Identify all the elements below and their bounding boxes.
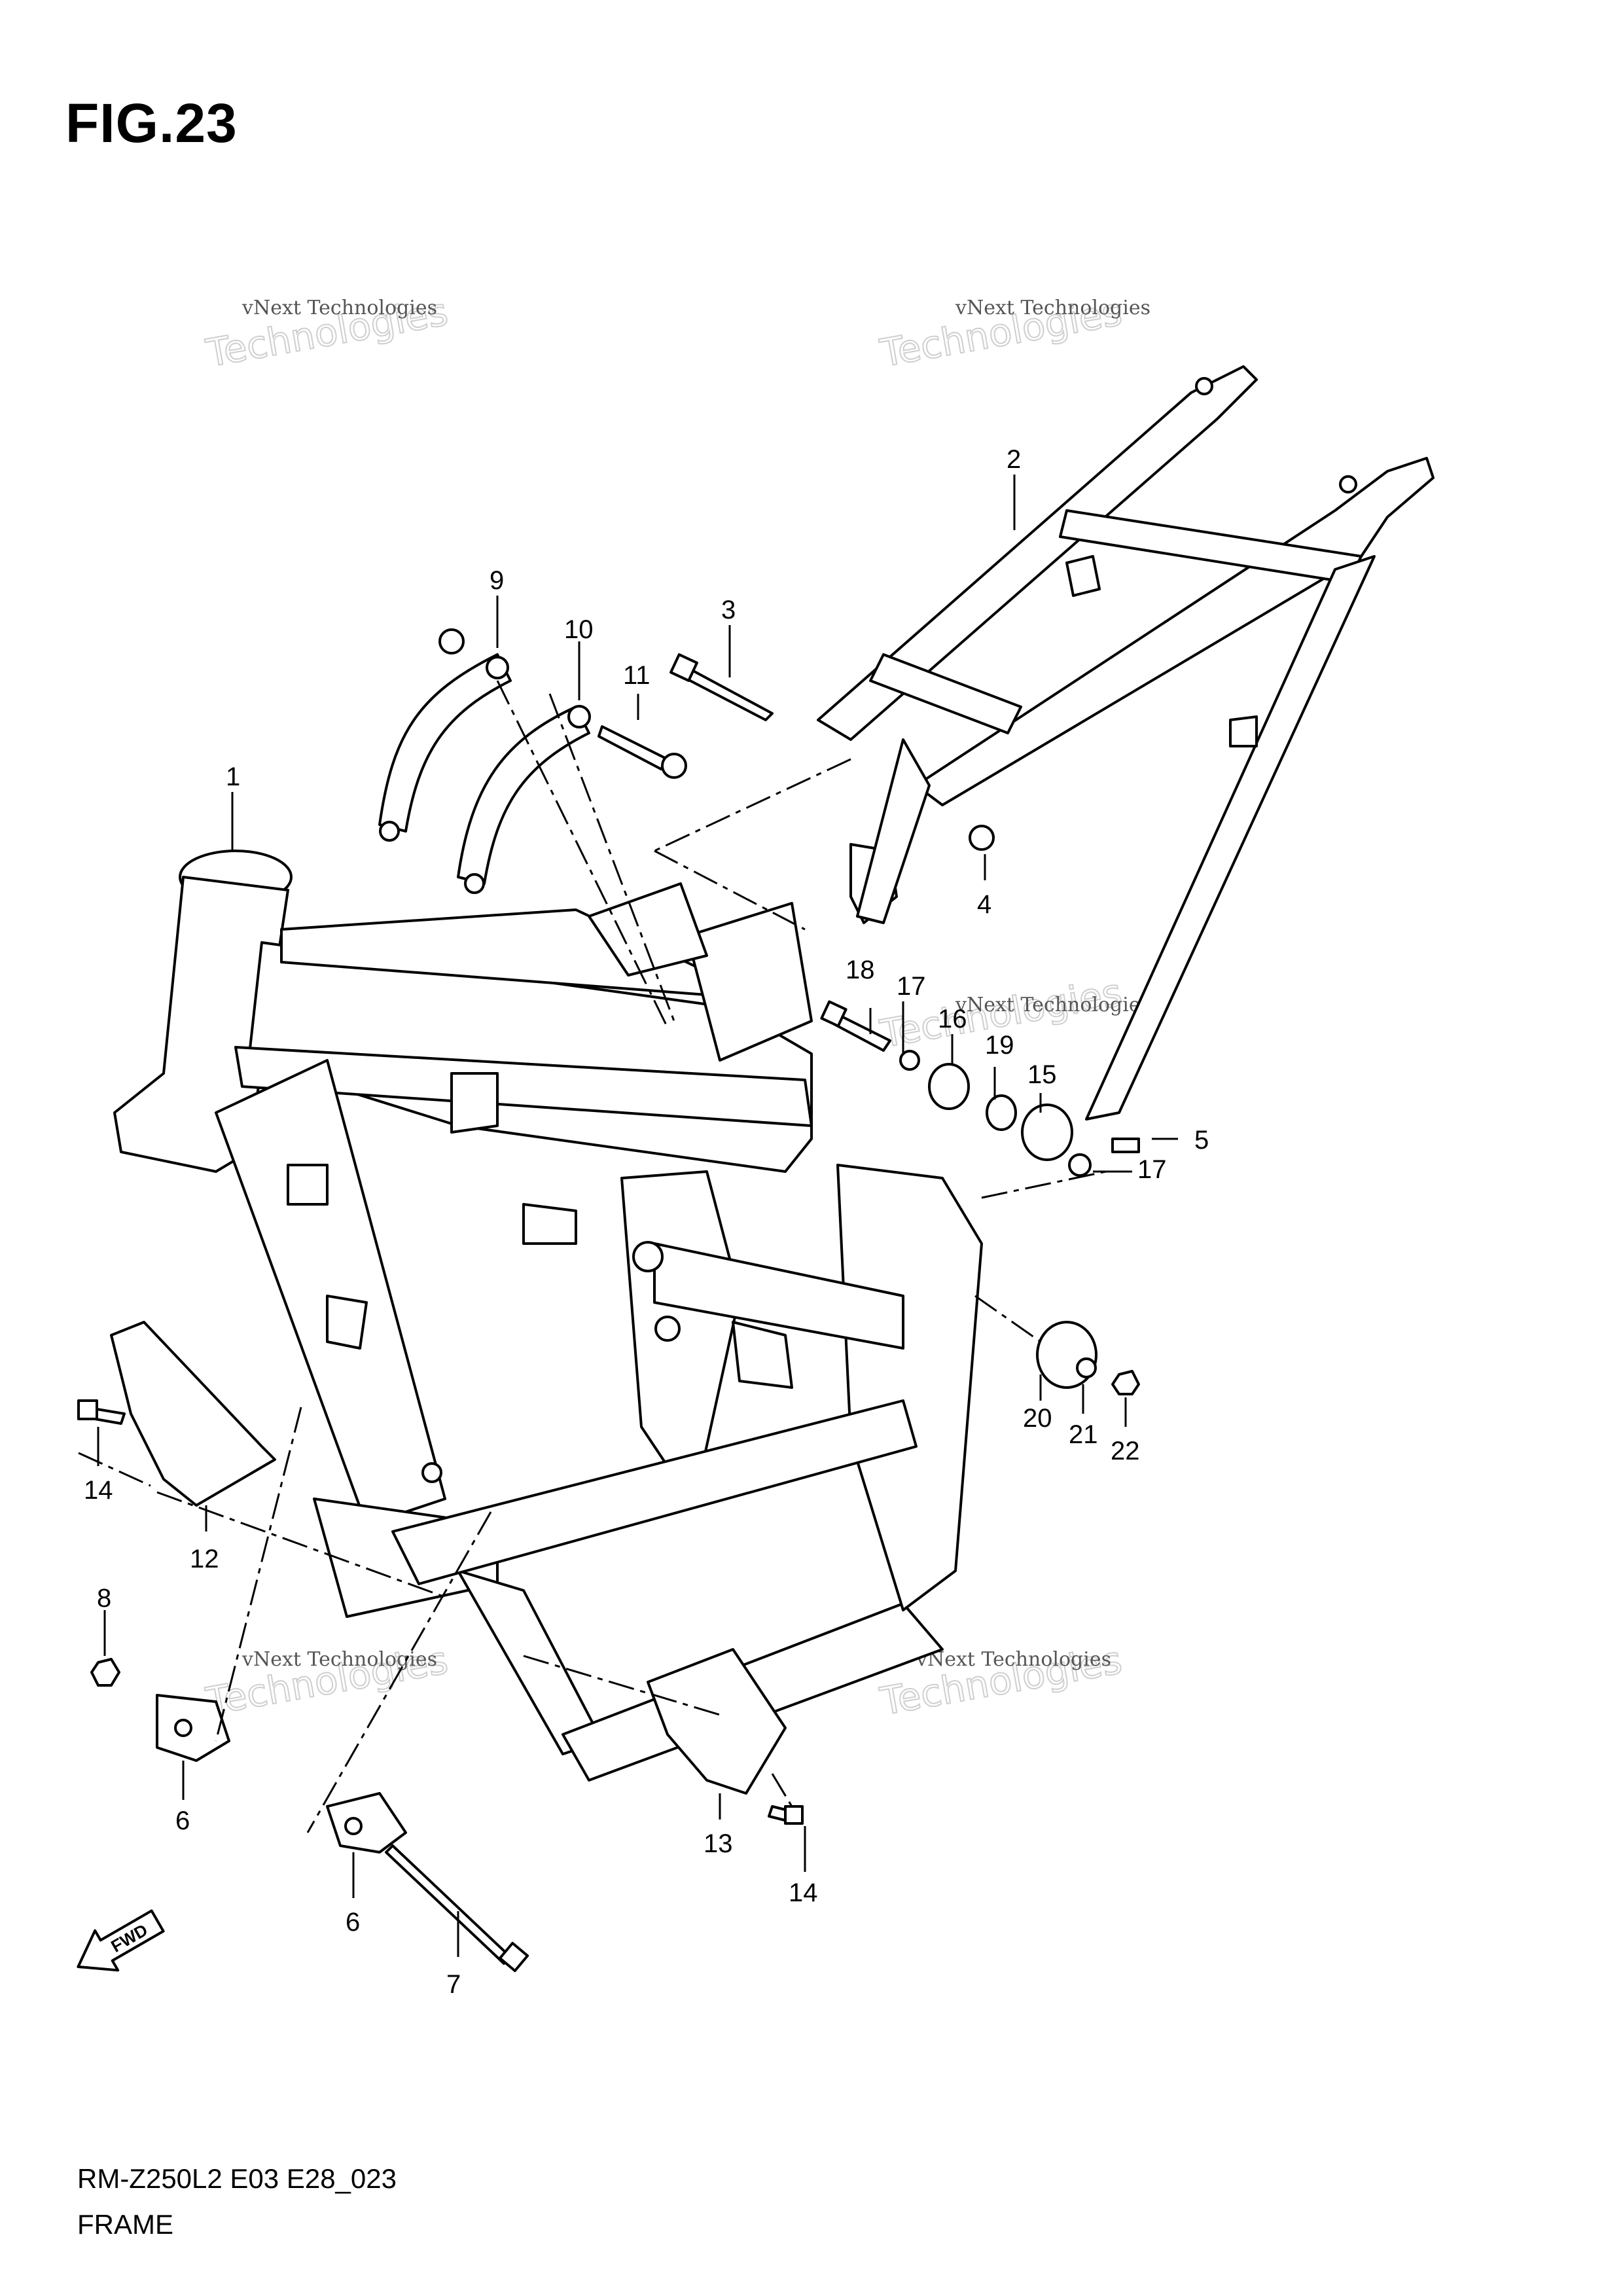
model-code: RM-Z250L2 E03 E28_023 — [77, 2163, 397, 2194]
callout-10: 10 — [564, 615, 594, 644]
callout-12: 12 — [190, 1545, 219, 1573]
callout-5: 5 — [1194, 1126, 1209, 1155]
callout-17b: 17 — [1137, 1155, 1167, 1184]
callout-6b: 6 — [346, 1908, 360, 1937]
section-name: FRAME — [77, 2209, 173, 2240]
callout-15: 15 — [1027, 1060, 1057, 1089]
frame-struts — [378, 653, 591, 894]
callout-3: 3 — [721, 596, 736, 624]
watermark-text: vNext Technologies — [916, 1648, 1111, 1671]
callout-21: 21 — [1069, 1420, 1098, 1449]
callout-1: 1 — [226, 762, 240, 791]
watermark-text: vNext Technologies — [955, 994, 1150, 1016]
callout-14a: 14 — [84, 1476, 113, 1505]
callout-8: 8 — [97, 1584, 111, 1613]
callout-11: 11 — [623, 661, 651, 690]
callout-7: 7 — [446, 1970, 461, 1999]
callout-2: 2 — [1007, 445, 1021, 474]
main-frame-part — [113, 850, 983, 1782]
watermark-text: vNext Technologies — [955, 296, 1150, 319]
leader-lines — [78, 475, 1178, 1957]
watermark-top-left: Technologies vNext Technologies — [202, 289, 452, 376]
callout-numbers: 1 2 3 4 5 6 6 7 8 9 10 11 12 13 14 14 15… — [84, 445, 1209, 1999]
callout-13: 13 — [704, 1829, 733, 1858]
watermark-top-center: Technologies vNext Technologies — [876, 289, 1150, 376]
callout-14b: 14 — [789, 1878, 818, 1907]
watermark-text: vNext Technologies — [241, 1648, 437, 1671]
watermark-text: vNext Technologies — [241, 296, 437, 319]
rear-subframe-part — [817, 365, 1435, 1121]
callout-17a: 17 — [897, 972, 926, 1001]
callout-16: 16 — [938, 1005, 967, 1033]
engine-brackets — [156, 1694, 407, 1854]
callout-20: 20 — [1023, 1404, 1052, 1433]
fasteners — [77, 628, 1140, 1973]
callout-19: 19 — [985, 1031, 1014, 1060]
watermark-low-left: Technologies vNext Technologies — [202, 1637, 452, 1725]
fwd-arrow: FWD — [77, 1909, 165, 1972]
callout-22: 22 — [1111, 1437, 1140, 1465]
callout-18: 18 — [846, 956, 875, 984]
callout-9: 9 — [490, 566, 504, 595]
figure-title: FIG.23 — [65, 92, 238, 154]
callout-4: 4 — [977, 890, 991, 919]
skid-plates — [110, 1321, 787, 1795]
callout-6a: 6 — [175, 1806, 190, 1835]
